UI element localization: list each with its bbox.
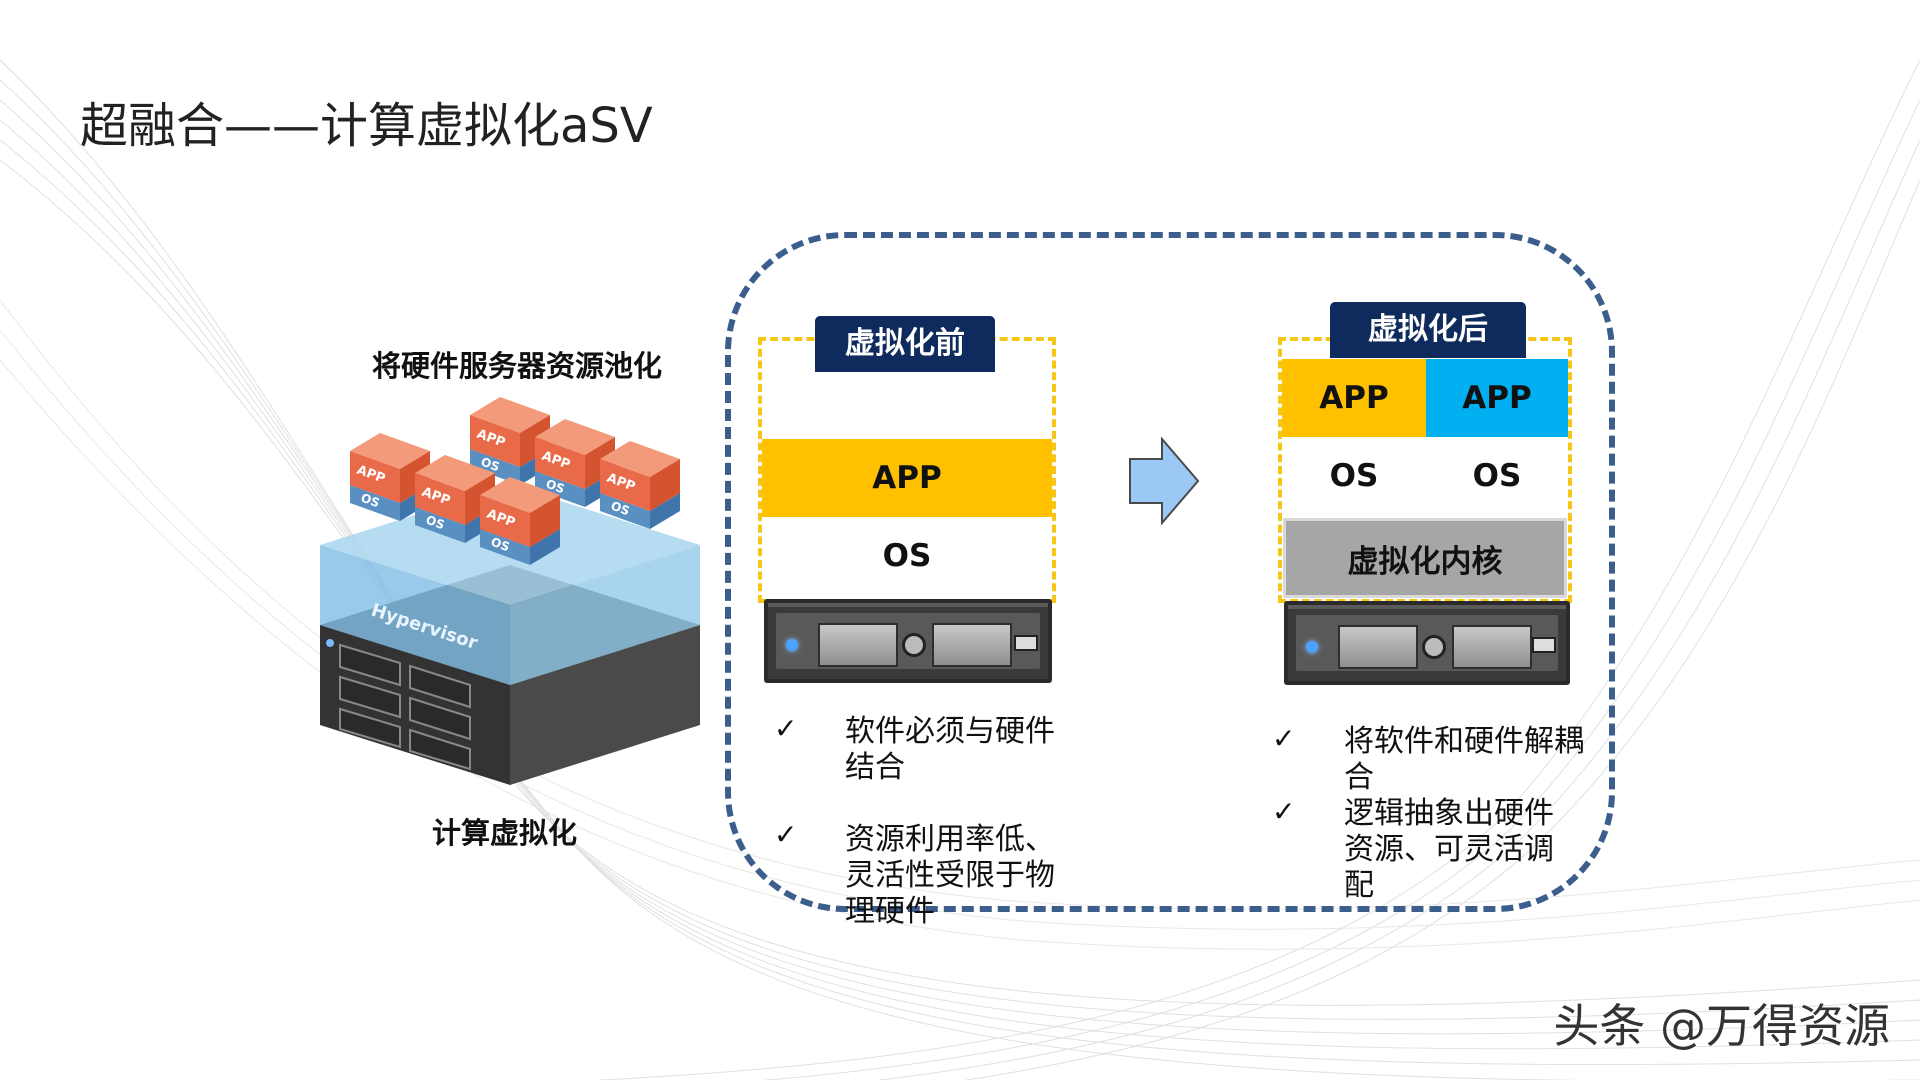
- after-server: [1284, 601, 1570, 685]
- after-os-layer-2: OS: [1426, 437, 1568, 515]
- page-title: 超融合——计算虚拟化aSV: [80, 98, 653, 154]
- after-os-layer-1: OS: [1282, 437, 1426, 515]
- server-base-side: [510, 625, 700, 785]
- transition-arrow-icon: [1129, 437, 1200, 525]
- cube-os-label: OS: [359, 491, 381, 511]
- before-os-layer: OS: [762, 517, 1052, 595]
- power-led-icon: [786, 639, 798, 651]
- virtualization-kernel-layer: 虚拟化内核: [1283, 518, 1567, 598]
- check-icon: ✓: [774, 712, 798, 745]
- hypervisor-side: [510, 545, 700, 685]
- before-server: [764, 599, 1052, 683]
- before-app-layer: APP: [762, 439, 1052, 517]
- pool-description: 将硬件服务器资源池化: [372, 349, 663, 383]
- power-led-icon: [1306, 641, 1318, 653]
- compute-virtualization-caption: 计算虚拟化: [432, 816, 578, 850]
- cube-os-label: OS: [424, 513, 446, 533]
- cube-os-label: OS: [489, 535, 511, 555]
- comparison-container: [725, 232, 1615, 912]
- after-app-layer-2: APP: [1426, 359, 1568, 437]
- watermark: 头条 @万得资源: [1553, 999, 1890, 1053]
- before-bullet-2: 资源利用率低、灵活性受限于物理硬件: [845, 822, 1055, 929]
- hypervisor-front: [320, 545, 510, 685]
- after-app-layer-1: APP: [1282, 359, 1426, 437]
- check-icon: ✓: [1272, 722, 1296, 755]
- check-icon: ✓: [774, 818, 798, 851]
- cube-os-label: OS: [609, 499, 631, 519]
- before-tag: 虚拟化前: [815, 316, 995, 372]
- after-bullet-2: 逻辑抽象出硬件资源、可灵活调配: [1344, 796, 1554, 903]
- check-icon: ✓: [1272, 795, 1296, 828]
- after-bullet-1: 将软件和硬件解耦合: [1344, 724, 1584, 795]
- after-tag: 虚拟化后: [1330, 302, 1526, 358]
- before-bullet-1: 软件必须与硬件结合: [845, 714, 1055, 785]
